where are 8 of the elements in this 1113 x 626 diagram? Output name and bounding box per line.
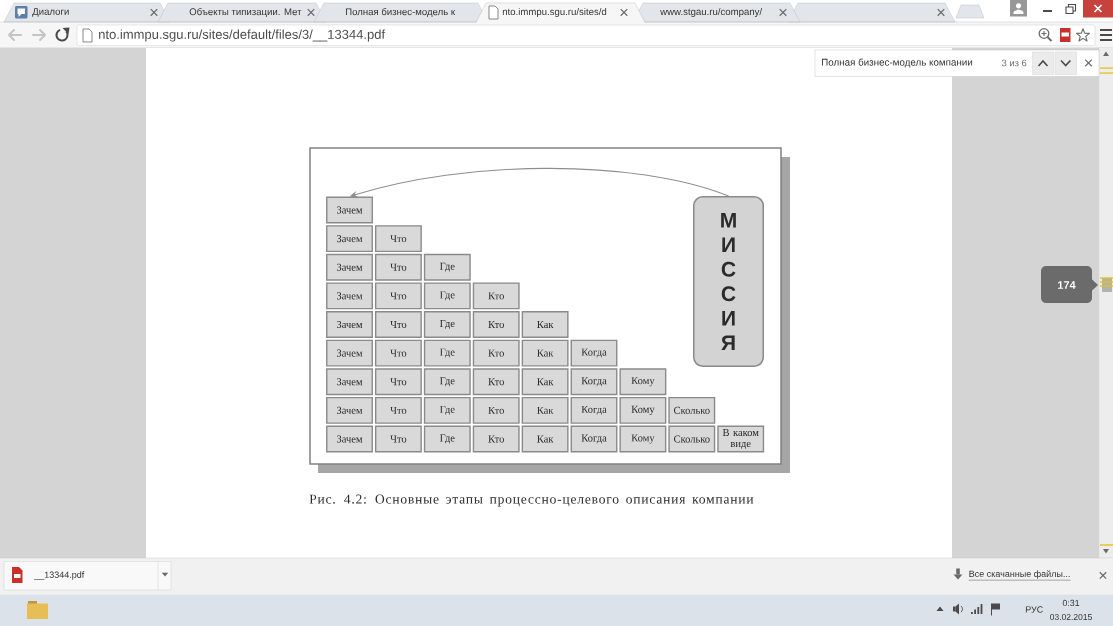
downloads-link: Все скачанные файлы... — [968, 570, 1071, 581]
date-text: 03.02.2015 — [1050, 614, 1092, 620]
language-indicator: РУС — [1025, 606, 1043, 613]
page-number-badge: 174 — [1041, 266, 1098, 303]
address-bar: nto.immpu.sgu.ru/sites/default/files/3/__13344.pdf — [76, 24, 1096, 46]
clock-time: 0:31 — [1062, 599, 1080, 607]
download-item: __13344.pdf — [3, 561, 172, 591]
match-count: 3 из 6 — [1001, 59, 1027, 67]
